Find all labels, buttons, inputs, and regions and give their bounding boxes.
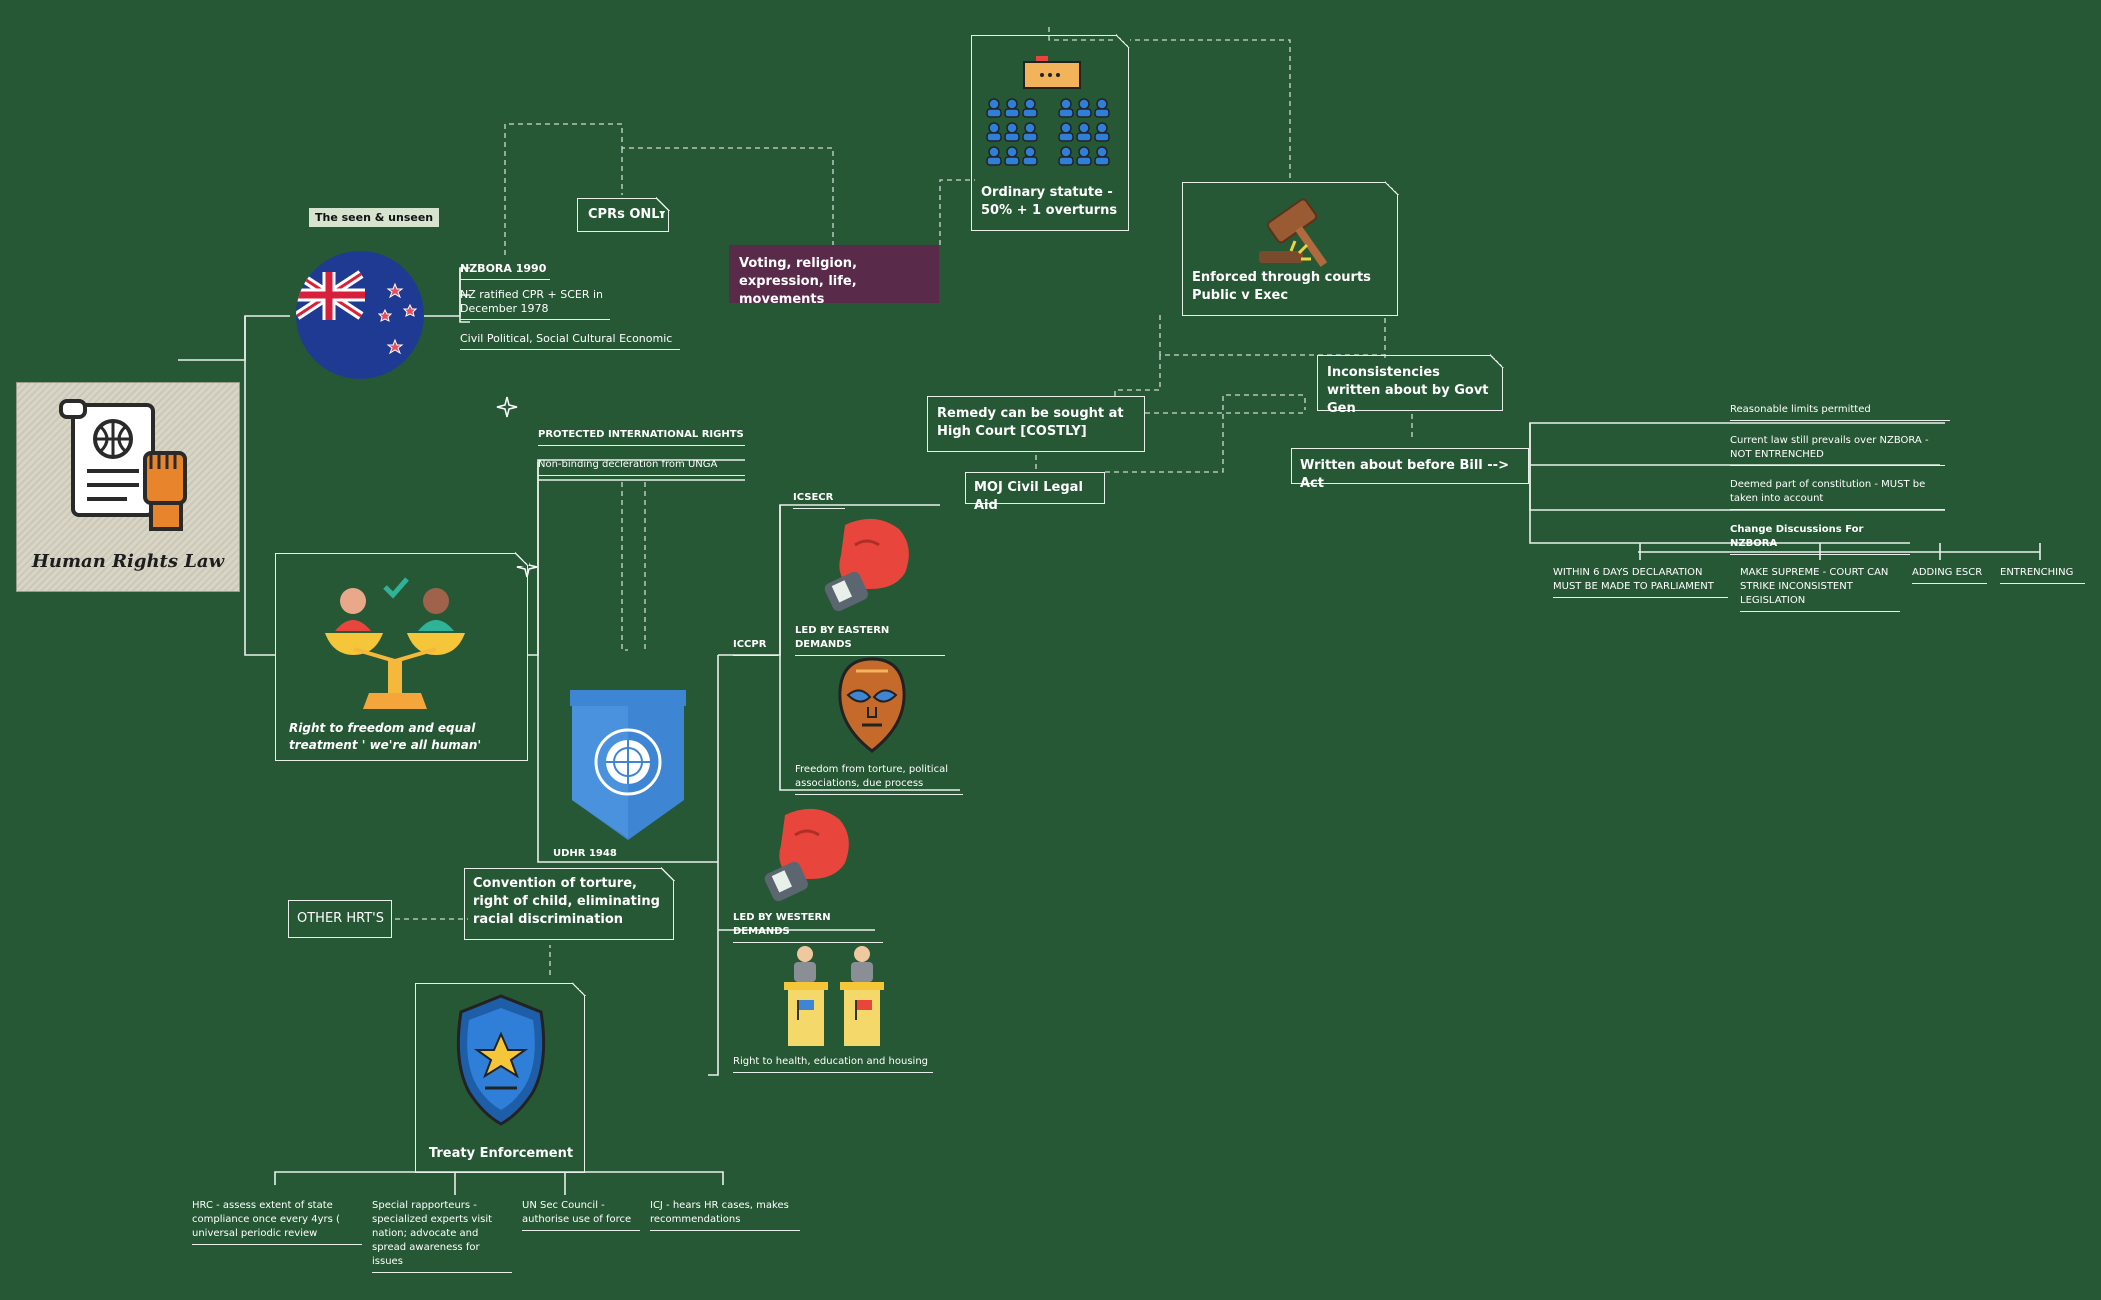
remedy-node[interactable]: Remedy can be sought at High Court [COST… bbox=[927, 396, 1145, 452]
adding-escr-label[interactable]: ADDING ESCR bbox=[1912, 566, 1987, 584]
within-6-days-label[interactable]: WITHIN 6 DAYS DECLARATION MUST BE MADE T… bbox=[1553, 566, 1728, 598]
treaty-node[interactable]: Treaty Enforcement bbox=[415, 982, 586, 1173]
hrc-label[interactable]: HRC - assess extent of state compliance … bbox=[192, 1199, 362, 1245]
civil-political-label[interactable]: Civil Political, Social Cultural Economi… bbox=[460, 332, 680, 350]
eastern-label[interactable]: LED BY EASTERN DEMANDS bbox=[795, 624, 945, 656]
make-supreme-label[interactable]: MAKE SUPREME - COURT CAN STRIKE INCONSIS… bbox=[1740, 566, 1900, 612]
protected-intl-label[interactable]: PROTECTED INTERNATIONAL RIGHTS bbox=[538, 428, 745, 446]
equality-node[interactable]: Right to freedom and equal treatment ' w… bbox=[275, 552, 529, 761]
icj-label[interactable]: ICJ - hears HR cases, makes recommendati… bbox=[650, 1199, 800, 1231]
nzbora-heading[interactable]: NZBORA 1990 bbox=[460, 262, 550, 280]
inconsistencies-node[interactable]: Inconsistencies written about by Govt Ge… bbox=[1317, 354, 1504, 416]
deemed-label[interactable]: Deemed part of constitution - MUST be ta… bbox=[1730, 478, 1945, 510]
reasonable-limits-label[interactable]: Reasonable limits permitted bbox=[1730, 403, 1950, 421]
gavel-icon bbox=[1259, 198, 1328, 267]
sparkle-icon bbox=[496, 396, 518, 418]
voting-text: Voting, religion, expression, life, move… bbox=[739, 256, 858, 307]
tooltip-text: The seen & unseen bbox=[315, 211, 434, 224]
moj-text: MOJ Civil Legal Aid bbox=[974, 480, 1083, 513]
enforced-courts-node[interactable]: Enforced through courts Public v Exec bbox=[1182, 181, 1399, 316]
boxing-glove-icon bbox=[824, 518, 909, 612]
cprs-only-node[interactable]: CPRs ONLY bbox=[577, 197, 670, 232]
western-label[interactable]: LED BY WESTERN DEMANDS bbox=[733, 911, 883, 943]
un-banner-icon[interactable] bbox=[568, 690, 688, 840]
voting-node[interactable]: Voting, religion, expression, life, move… bbox=[729, 245, 939, 307]
seen-unseen-tooltip: The seen & unseen bbox=[309, 208, 440, 227]
treaty-text: Treaty Enforcement bbox=[428, 1146, 574, 1161]
boxing-glove-icon-2 bbox=[764, 808, 849, 902]
current-law-label[interactable]: Current law still prevails over NZBORA -… bbox=[1730, 434, 1945, 466]
ordinary-statute-text: Ordinary statute - 50% + 1 overturns bbox=[981, 185, 1118, 218]
document-fist-icon bbox=[59, 399, 187, 531]
parliament-icon bbox=[986, 56, 1110, 166]
politicians-podium-icon bbox=[784, 946, 884, 1046]
remedy-text: Remedy can be sought at High Court [COST… bbox=[937, 406, 1124, 439]
equality-scale-icon bbox=[325, 577, 465, 709]
convention-text: Convention of torture, right of child, e… bbox=[473, 876, 660, 927]
root-title: Human Rights Law bbox=[31, 551, 225, 572]
entrenching-label[interactable]: ENTRENCHING bbox=[2000, 566, 2085, 584]
un-sec-council-label[interactable]: UN Sec Council - authorise use of force bbox=[522, 1199, 640, 1231]
written-before-text: Written about before Bill --> Act bbox=[1300, 458, 1509, 491]
freedom-torture-label[interactable]: Freedom from torture, political associat… bbox=[795, 763, 963, 795]
cprs-only-text: CPRs ONLY bbox=[588, 207, 667, 222]
nz-ratified-label[interactable]: NZ ratified CPR + SCER in December 1978 bbox=[460, 288, 610, 320]
nonbinding-label[interactable]: Non-binding decleration from UNGA bbox=[538, 458, 745, 476]
police-badge-icon bbox=[456, 994, 546, 1126]
convention-node[interactable]: Convention of torture, right of child, e… bbox=[464, 867, 675, 940]
moj-node[interactable]: MOJ Civil Legal Aid bbox=[965, 472, 1105, 513]
written-before-node[interactable]: Written about before Bill --> Act bbox=[1291, 448, 1529, 491]
nz-flag-icon[interactable] bbox=[295, 250, 425, 380]
special-rapporteurs-label[interactable]: Special rapporteurs - specialized expert… bbox=[372, 1199, 512, 1273]
equality-text: Right to freedom and equal treatment ' w… bbox=[289, 721, 482, 752]
udhr-label[interactable]: UDHR 1948 bbox=[553, 848, 617, 859]
change-discussions-label[interactable]: Change Discussions For NZBORA bbox=[1730, 523, 1910, 555]
other-hrts-text: OTHER HRT'S bbox=[297, 911, 384, 926]
ordinary-statute-node[interactable]: Ordinary statute - 50% + 1 overturns bbox=[971, 34, 1130, 231]
root-node[interactable]: Human Rights Law bbox=[16, 382, 240, 592]
tribal-mask-icon bbox=[838, 657, 906, 753]
iccpr-label[interactable]: ICCPR bbox=[733, 638, 778, 656]
inconsistencies-text: Inconsistencies written about by Govt Ge… bbox=[1327, 365, 1489, 416]
health-label[interactable]: Right to health, education and housing bbox=[733, 1055, 933, 1073]
other-hrts-node[interactable]: OTHER HRT'S bbox=[288, 900, 392, 938]
enforced-courts-text: Enforced through courts Public v Exec bbox=[1192, 270, 1371, 303]
icsecr-label[interactable]: ICSECR bbox=[793, 491, 845, 509]
